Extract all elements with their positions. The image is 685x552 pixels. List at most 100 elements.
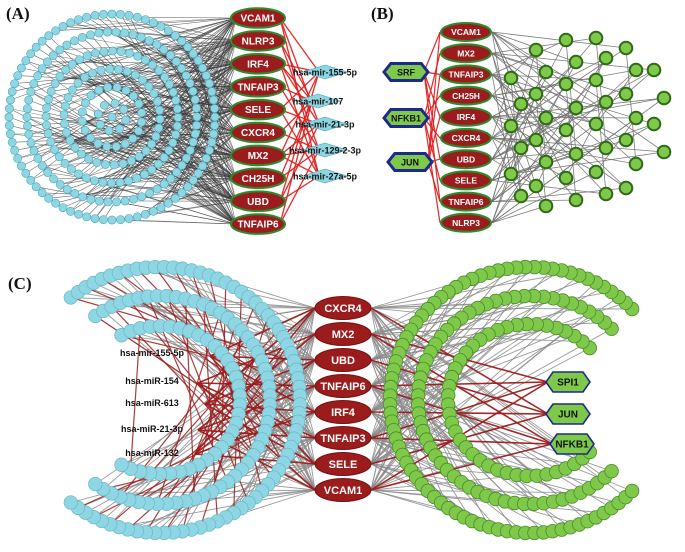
gene-node xyxy=(440,43,492,64)
mirna-node xyxy=(183,42,193,52)
edge xyxy=(227,439,316,491)
edge xyxy=(491,39,567,181)
mirna-node xyxy=(103,27,112,37)
mirna-node xyxy=(204,145,214,155)
gene-node xyxy=(440,128,492,148)
gene-node xyxy=(440,22,492,42)
edge xyxy=(279,71,320,202)
mirna-node xyxy=(95,120,105,129)
edge xyxy=(279,149,320,179)
gene-node xyxy=(440,85,492,106)
tf-label: NFKB1 xyxy=(555,440,589,451)
gene-label: CXCR4 xyxy=(241,128,275,139)
target-node xyxy=(538,110,554,126)
mirna-node xyxy=(119,105,129,114)
panel-b-target-circles xyxy=(503,30,672,214)
mirna-node xyxy=(37,64,47,73)
gene-label: VCAM1 xyxy=(240,14,275,25)
edge xyxy=(177,109,237,127)
mirna-node xyxy=(60,101,70,111)
target-node xyxy=(628,62,644,78)
edge xyxy=(510,117,547,175)
mirna-node xyxy=(116,9,125,19)
mirna-node xyxy=(60,119,69,129)
panel-a: hsa-mir-155-5phsa-mir-107hsa-mir-21-3phs… xyxy=(4,4,362,235)
edge xyxy=(491,116,637,119)
mirna-node xyxy=(4,112,14,122)
mirna-node xyxy=(115,124,124,134)
mirna-node xyxy=(111,142,121,152)
target-node xyxy=(528,86,544,102)
mirna-node xyxy=(116,47,126,56)
mirna-node xyxy=(92,158,102,167)
edge xyxy=(279,63,320,125)
mirna-node xyxy=(43,129,53,138)
mirna-node xyxy=(67,164,76,174)
edge xyxy=(491,116,567,131)
edge xyxy=(279,123,320,156)
mirna-node xyxy=(144,81,154,91)
mirna-node xyxy=(148,206,158,216)
mirna-label: hsa-miR-132 xyxy=(125,448,179,458)
edge xyxy=(370,443,553,491)
mirna-node xyxy=(145,188,154,198)
mirna-node xyxy=(81,173,91,183)
mirna-node xyxy=(62,127,71,137)
mirna-node xyxy=(21,168,31,178)
mirna-node xyxy=(137,192,147,201)
mirna-node xyxy=(120,28,129,38)
gene-label: IRF4 xyxy=(457,112,476,122)
edge xyxy=(370,267,544,335)
mirna-node xyxy=(62,40,72,50)
mirna-node xyxy=(60,158,70,168)
mirna-node xyxy=(153,159,163,169)
mirna-node xyxy=(48,51,58,60)
edge xyxy=(279,63,313,102)
gene-label: TNFAIP3 xyxy=(237,82,279,93)
tf-node xyxy=(386,152,434,172)
edge xyxy=(491,57,607,224)
panel-c-target-circles xyxy=(382,259,640,541)
mirna-node xyxy=(188,175,198,185)
mirna-node xyxy=(168,138,178,148)
edge xyxy=(370,385,612,472)
mirna-node xyxy=(55,45,65,55)
edge xyxy=(370,325,547,439)
mirna-node xyxy=(112,83,122,92)
panel-a-gene-nodes: VCAM1NLRP3IRF4TNFAIP3SELECXCR4MX2CH25HUB… xyxy=(230,7,286,235)
edge xyxy=(491,83,567,202)
edge xyxy=(491,57,607,118)
mirna-node xyxy=(91,48,100,58)
edge xyxy=(279,71,320,111)
edge xyxy=(565,83,577,201)
mirna-node xyxy=(46,86,56,96)
mirna-node xyxy=(114,65,123,74)
mirna-node xyxy=(130,70,140,80)
mirna-node xyxy=(50,79,60,88)
mirna-node xyxy=(111,27,121,37)
gene-node xyxy=(230,144,286,167)
edge xyxy=(491,147,607,160)
target-node xyxy=(618,180,634,196)
gene-node xyxy=(314,348,372,372)
target-node xyxy=(558,76,574,92)
edge xyxy=(100,63,237,125)
mirna-node xyxy=(37,188,47,198)
mirna-node xyxy=(70,36,79,46)
edge xyxy=(46,17,237,109)
mirna-diamond xyxy=(301,168,349,184)
gene-label: VCAM1 xyxy=(324,485,363,497)
edge xyxy=(510,97,665,127)
edge xyxy=(427,31,441,163)
mirna-node xyxy=(154,66,164,76)
edge xyxy=(279,100,313,133)
mirna-node xyxy=(90,176,99,185)
mirna-node xyxy=(88,476,103,492)
target-node xyxy=(568,100,584,116)
mirna-node xyxy=(33,153,43,163)
edge xyxy=(279,149,320,225)
mirna-node xyxy=(153,97,162,107)
mirna-node xyxy=(86,133,95,143)
